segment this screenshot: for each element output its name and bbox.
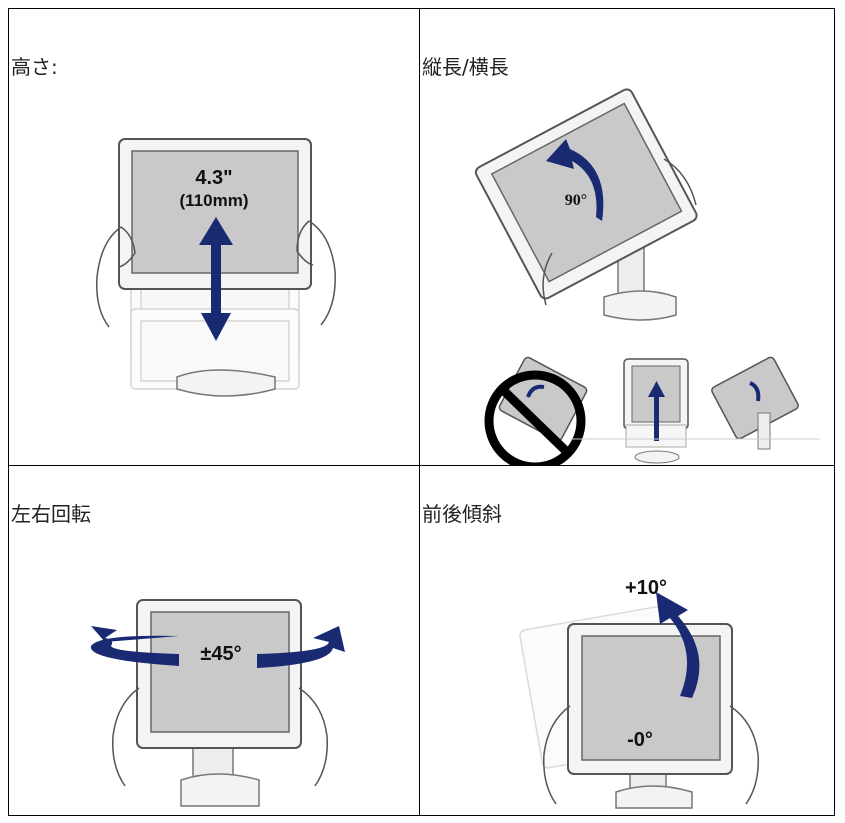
swivel-illustration: ±45° xyxy=(90,599,345,807)
rotate-value-label: 90° xyxy=(565,192,587,209)
prohibited-example xyxy=(484,356,588,465)
pivot-illustration: 90° xyxy=(474,88,820,465)
prohibited-icon xyxy=(484,370,586,465)
cell-label-tilt: 前後傾斜 xyxy=(422,502,502,526)
tilt-bottom-label: -0° xyxy=(627,729,653,751)
tilt-illustration: +10° -0° xyxy=(519,577,759,809)
swivel-value-label: ±45° xyxy=(200,643,241,665)
rotate-arrow-small-icon xyxy=(749,381,761,402)
height-value-label: 4.3" xyxy=(195,167,232,189)
cell-label-pivot: 縦長/横長 xyxy=(422,55,509,79)
swivel-arrow-left-icon xyxy=(90,626,179,666)
cell-tilt: 前後傾斜 +10° -0° xyxy=(420,466,836,816)
tilt-top-label: +10° xyxy=(625,577,667,599)
height-mm-label: (110mm) xyxy=(180,191,249,210)
cell-label-height: 高さ: xyxy=(11,55,58,79)
table-divider-vertical xyxy=(419,9,420,815)
up-arrow-icon xyxy=(648,381,665,441)
table-divider-horizontal xyxy=(9,465,834,466)
double-arrow-vertical-icon xyxy=(199,217,233,341)
adjustment-table: 高さ: 4.3" (110mm) xyxy=(8,8,835,816)
cell-pivot: 縦長/横長 90° xyxy=(420,9,836,465)
swivel-arrow-right-icon xyxy=(257,626,345,668)
cell-swivel: 左右回転 ±45° xyxy=(9,466,419,816)
rotate-arrow-icon xyxy=(546,139,604,221)
correct-lift-example xyxy=(623,358,689,464)
tilt-arrow-icon xyxy=(656,592,700,698)
cell-label-swivel: 左右回転 xyxy=(11,502,91,526)
height-illustration: 4.3" (110mm) xyxy=(96,138,336,397)
cell-height: 高さ: 4.3" (110mm) xyxy=(9,9,419,465)
rotated-example xyxy=(711,356,799,450)
